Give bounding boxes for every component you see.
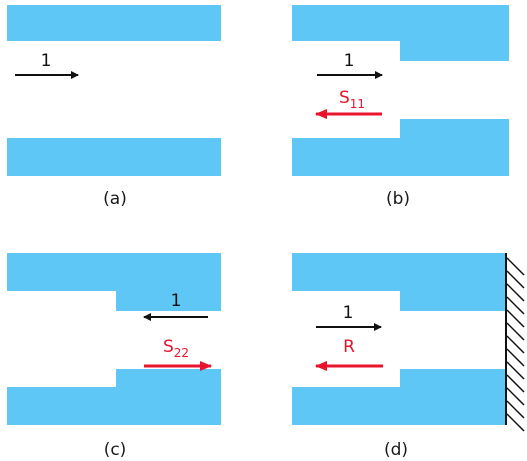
panel-b-reflected-label: S11 <box>339 88 365 111</box>
panel-c-reflected-symbol: S <box>163 337 174 357</box>
panel-b-caption: (b) <box>386 189 410 209</box>
panel-c-caption: (c) <box>104 440 127 460</box>
panel-c-reflected-subscript: 22 <box>174 346 189 360</box>
panel-a-caption: (a) <box>103 189 127 209</box>
panel-b-reflected-subscript: 11 <box>350 97 365 111</box>
hatch-mark <box>506 296 525 315</box>
panel-b: 1 S11 (b) <box>292 5 509 209</box>
panel-d-caption: (d) <box>384 440 408 460</box>
hatch-mark <box>506 387 525 406</box>
panel-a-bottom-wall <box>7 138 221 176</box>
panel-b-incident-label: 1 <box>344 51 355 71</box>
panel-d-top-wall <box>292 253 506 311</box>
panel-b-reflected-symbol: S <box>339 88 350 108</box>
hatch-mark <box>506 283 525 302</box>
panel-b-top-wall <box>292 5 509 61</box>
panel-c: 1 S22 (c) <box>7 253 221 460</box>
hatch-mark <box>506 348 525 367</box>
hatch-marks <box>506 257 525 432</box>
panel-b-bottom-wall <box>292 119 509 176</box>
panel-c-reflected-label: S22 <box>163 337 189 360</box>
panel-a-top-wall <box>7 5 221 41</box>
hatch-mark <box>506 309 525 328</box>
panel-c-incident-label: 1 <box>171 291 182 311</box>
panel-d-bottom-wall <box>292 369 506 425</box>
hatch-mark <box>506 322 525 341</box>
panel-c-bottom-wall <box>7 369 221 425</box>
hatch-mark <box>506 335 525 354</box>
hatch-mark <box>506 270 525 289</box>
panel-d-incident-label: 1 <box>343 303 354 323</box>
panel-d: 1 R (d) <box>292 253 525 460</box>
panel-d-reflected-label: R <box>343 337 355 357</box>
hatch-mark <box>506 413 525 432</box>
hatch-mark <box>506 361 525 380</box>
panel-a: 1 (a) <box>7 5 221 209</box>
hatch-mark <box>506 374 525 393</box>
panel-c-top-wall <box>7 253 221 311</box>
hatch-mark <box>506 257 525 276</box>
hatch-mark <box>506 400 525 419</box>
panel-a-incident-label: 1 <box>41 51 52 71</box>
